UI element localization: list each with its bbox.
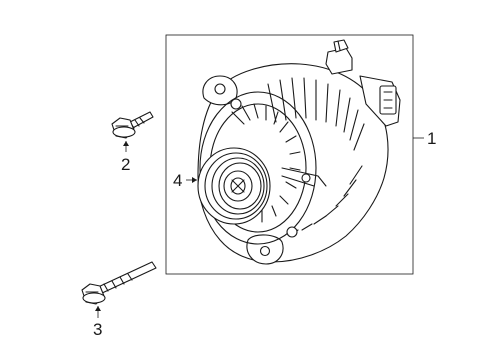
callout-4-arrowhead — [192, 177, 197, 183]
assembly-frame — [165, 34, 414, 275]
short-bolt-illustration — [111, 111, 154, 139]
callout-1-label: 1 — [427, 129, 436, 148]
callout-4-label: 4 — [173, 171, 182, 190]
callout-3-arrowhead — [95, 306, 101, 311]
pulley-illustration — [197, 147, 271, 225]
long-bolt-illustration — [81, 261, 157, 305]
callout-2-label: 2 — [121, 155, 130, 174]
callout-3-label: 3 — [93, 320, 102, 339]
callout-2-arrowhead — [123, 141, 129, 146]
